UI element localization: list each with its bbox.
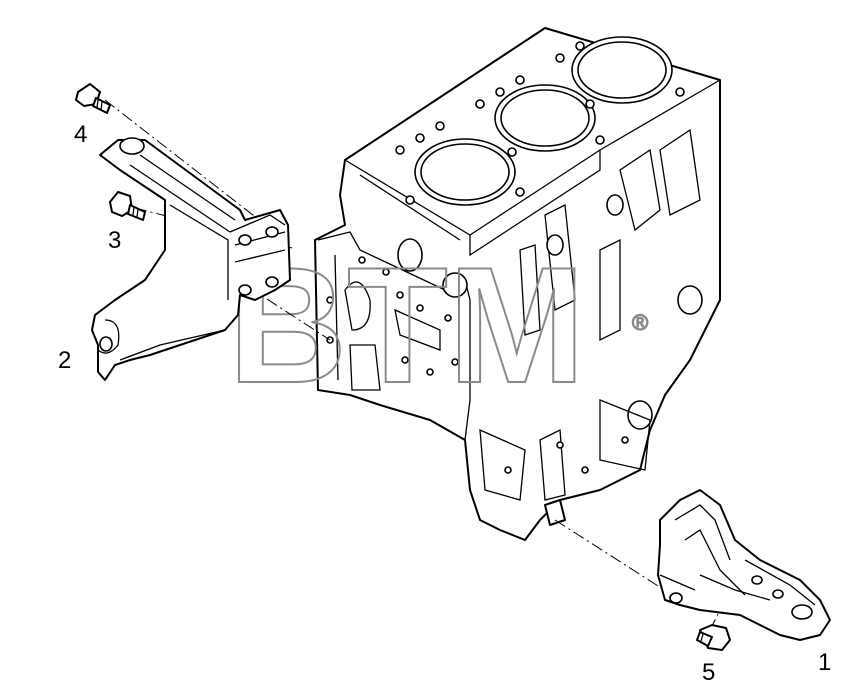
bolt-bottom bbox=[696, 624, 731, 651]
bolt-top bbox=[75, 83, 111, 114]
bolt-middle bbox=[109, 191, 146, 221]
watermark: BTM ® bbox=[227, 232, 649, 418]
right-engine-mount-bracket bbox=[657, 489, 831, 641]
engine-block bbox=[314, 27, 721, 541]
callout-4: 4 bbox=[74, 121, 87, 148]
callouts: 1 2 3 4 5 bbox=[58, 121, 831, 686]
callout-5: 5 bbox=[702, 659, 715, 686]
callout-3: 3 bbox=[108, 227, 121, 254]
left-engine-mount-bracket bbox=[91, 137, 291, 381]
callout-1: 1 bbox=[818, 649, 831, 676]
registered-mark: ® bbox=[632, 310, 648, 335]
callout-2: 2 bbox=[58, 347, 71, 374]
